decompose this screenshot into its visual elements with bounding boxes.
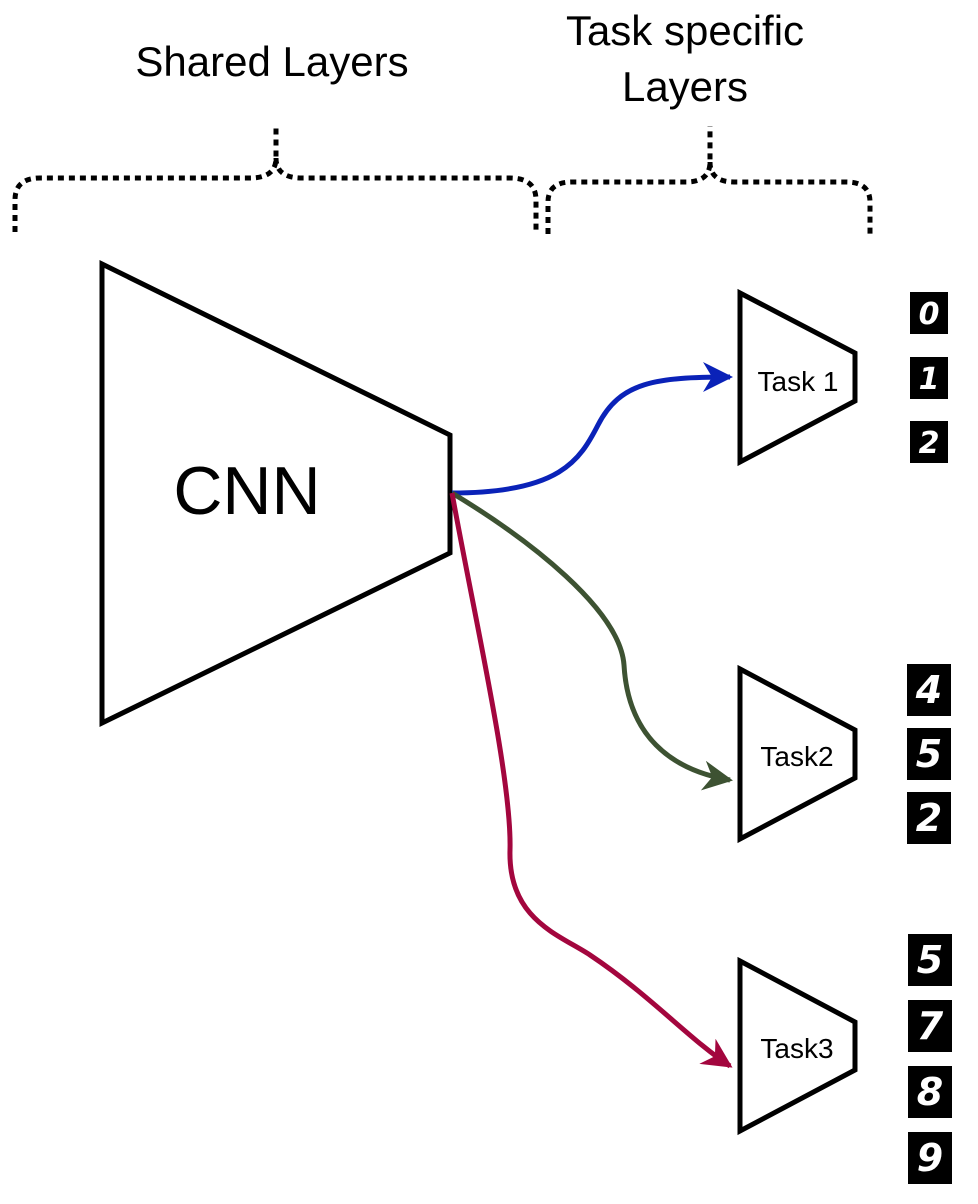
digit-image: 2 (919, 426, 940, 461)
digit-tile (910, 421, 948, 463)
digit-image: 5 (917, 938, 943, 982)
task3-label: Task3 (760, 1033, 833, 1064)
task-specific-label-line1: Task specific (566, 7, 804, 54)
digit-tile (907, 664, 951, 716)
cnn-block (99, 259, 453, 728)
shared-layers-label: Shared Layers (135, 38, 408, 85)
task2-digits: 4 5 2 (907, 664, 951, 844)
task3-head (737, 956, 858, 1136)
task1-digits: 0 1 2 (910, 292, 948, 463)
digit-tile (908, 1000, 952, 1052)
task1-arrow (451, 362, 733, 496)
digit-image: 5 (916, 732, 942, 776)
task1-label: Task 1 (758, 366, 839, 397)
digit-image: 8 (917, 1070, 943, 1114)
digit-image: 2 (916, 796, 942, 840)
task2-arrow (450, 490, 733, 791)
digit-image: 9 (917, 1136, 943, 1180)
task1-head (737, 288, 858, 467)
task3-digits: 5 7 8 9 (908, 934, 952, 1184)
digit-image: 1 (919, 362, 940, 397)
digit-tile (908, 1132, 952, 1184)
cnn-label: CNN (173, 453, 320, 529)
task2-label: Task2 (760, 741, 833, 772)
digit-tile (908, 934, 952, 986)
task-specific-brace (545, 126, 873, 234)
task-specific-label-line2: Layers (622, 63, 748, 110)
shared-layers-brace (12, 126, 539, 232)
digit-tile (908, 1066, 952, 1118)
digit-tile (910, 357, 948, 399)
digit-image: 4 (915, 668, 942, 712)
task2-head (737, 664, 858, 844)
digit-tile (907, 728, 951, 780)
task3-arrow (449, 492, 733, 1069)
digit-tile (907, 792, 951, 844)
digit-image: 7 (917, 1004, 944, 1048)
digit-image: 0 (919, 297, 940, 332)
digit-tile (910, 292, 948, 334)
